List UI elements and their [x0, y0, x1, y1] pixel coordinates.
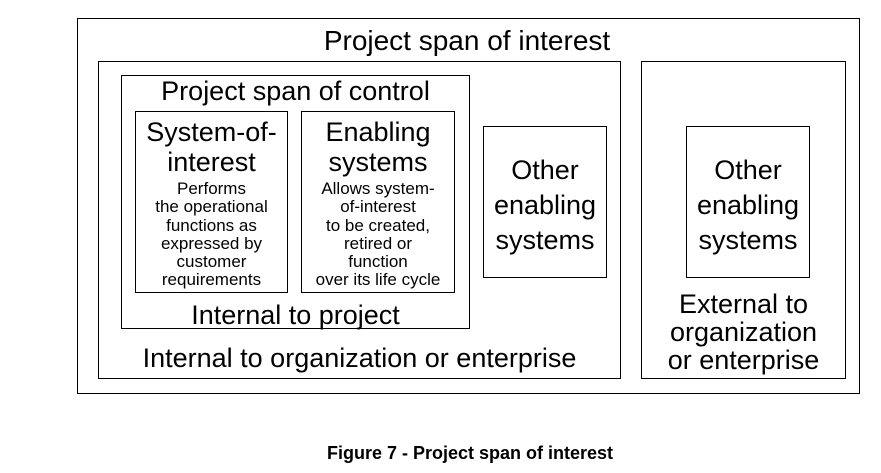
other-enabling-systems-external-box	[686, 126, 810, 278]
internal-organization-box	[98, 61, 621, 379]
label-line: External to	[678, 289, 809, 319]
label-line: enabling	[696, 190, 800, 220]
desc-line: retired or	[343, 233, 413, 253]
desc-line: Performs	[177, 179, 246, 198]
desc-line: of-interest	[340, 197, 416, 217]
internal-to-organization-label: Internal to organization or enterprise	[142, 343, 577, 373]
system-of-interest-box	[135, 111, 288, 293]
label-line: Other	[714, 155, 782, 185]
internal-to-project-label: Internal to project	[191, 300, 400, 330]
project-span-of-interest-title: Project span of interest	[323, 25, 611, 56]
title-line: System-of-	[146, 117, 277, 147]
system-of-interest-title: System-of- interest	[135, 117, 288, 177]
desc-line: over its life cycle	[315, 270, 441, 290]
project-span-of-control-box	[121, 75, 470, 329]
enabling-systems-box	[301, 111, 455, 293]
title-line: Enabling	[325, 117, 431, 147]
other-enabling-systems-internal-box	[483, 126, 607, 278]
label-line: Other	[511, 155, 579, 185]
label-line: or enterprise	[667, 345, 820, 375]
label-line: organization	[669, 317, 818, 347]
figure-caption: Figure 7 - Project span of interest	[326, 443, 614, 463]
label-line: enabling	[493, 190, 597, 220]
desc-line: the operational	[155, 197, 268, 217]
desc-line: functions as	[166, 215, 257, 235]
other-enabling-systems-internal-label: Other enabling systems	[483, 153, 607, 258]
desc-line: customer	[176, 252, 247, 272]
external-to-organization-label: External to organization or enterprise	[641, 290, 846, 374]
desc-line: function	[348, 252, 408, 272]
project-span-of-interest-box	[77, 18, 860, 394]
project-span-of-control-title: Project span of control	[161, 76, 430, 106]
title-line: interest	[167, 147, 256, 177]
desc-line: to be created,	[326, 215, 430, 235]
desc-line: requirements	[161, 270, 262, 290]
enabling-systems-title: Enabling systems	[301, 117, 455, 177]
other-enabling-systems-external-label: Other enabling systems	[686, 153, 810, 258]
system-of-interest-description: Performs the operational functions as ex…	[135, 179, 288, 290]
external-organization-box	[641, 61, 846, 379]
enabling-systems-description: Allows system- of-interest to be created…	[301, 179, 455, 290]
label-line: systems	[495, 225, 595, 255]
label-line: systems	[698, 225, 798, 255]
title-line: systems	[328, 147, 428, 177]
desc-line: Allows system-	[321, 179, 435, 198]
desc-line: expressed by	[160, 233, 263, 253]
